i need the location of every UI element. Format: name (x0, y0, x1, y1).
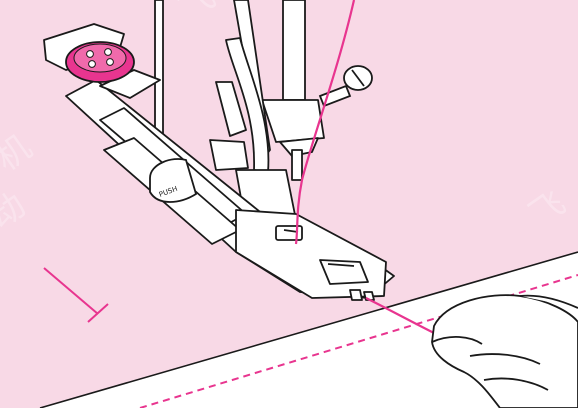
button-icon (66, 42, 134, 82)
